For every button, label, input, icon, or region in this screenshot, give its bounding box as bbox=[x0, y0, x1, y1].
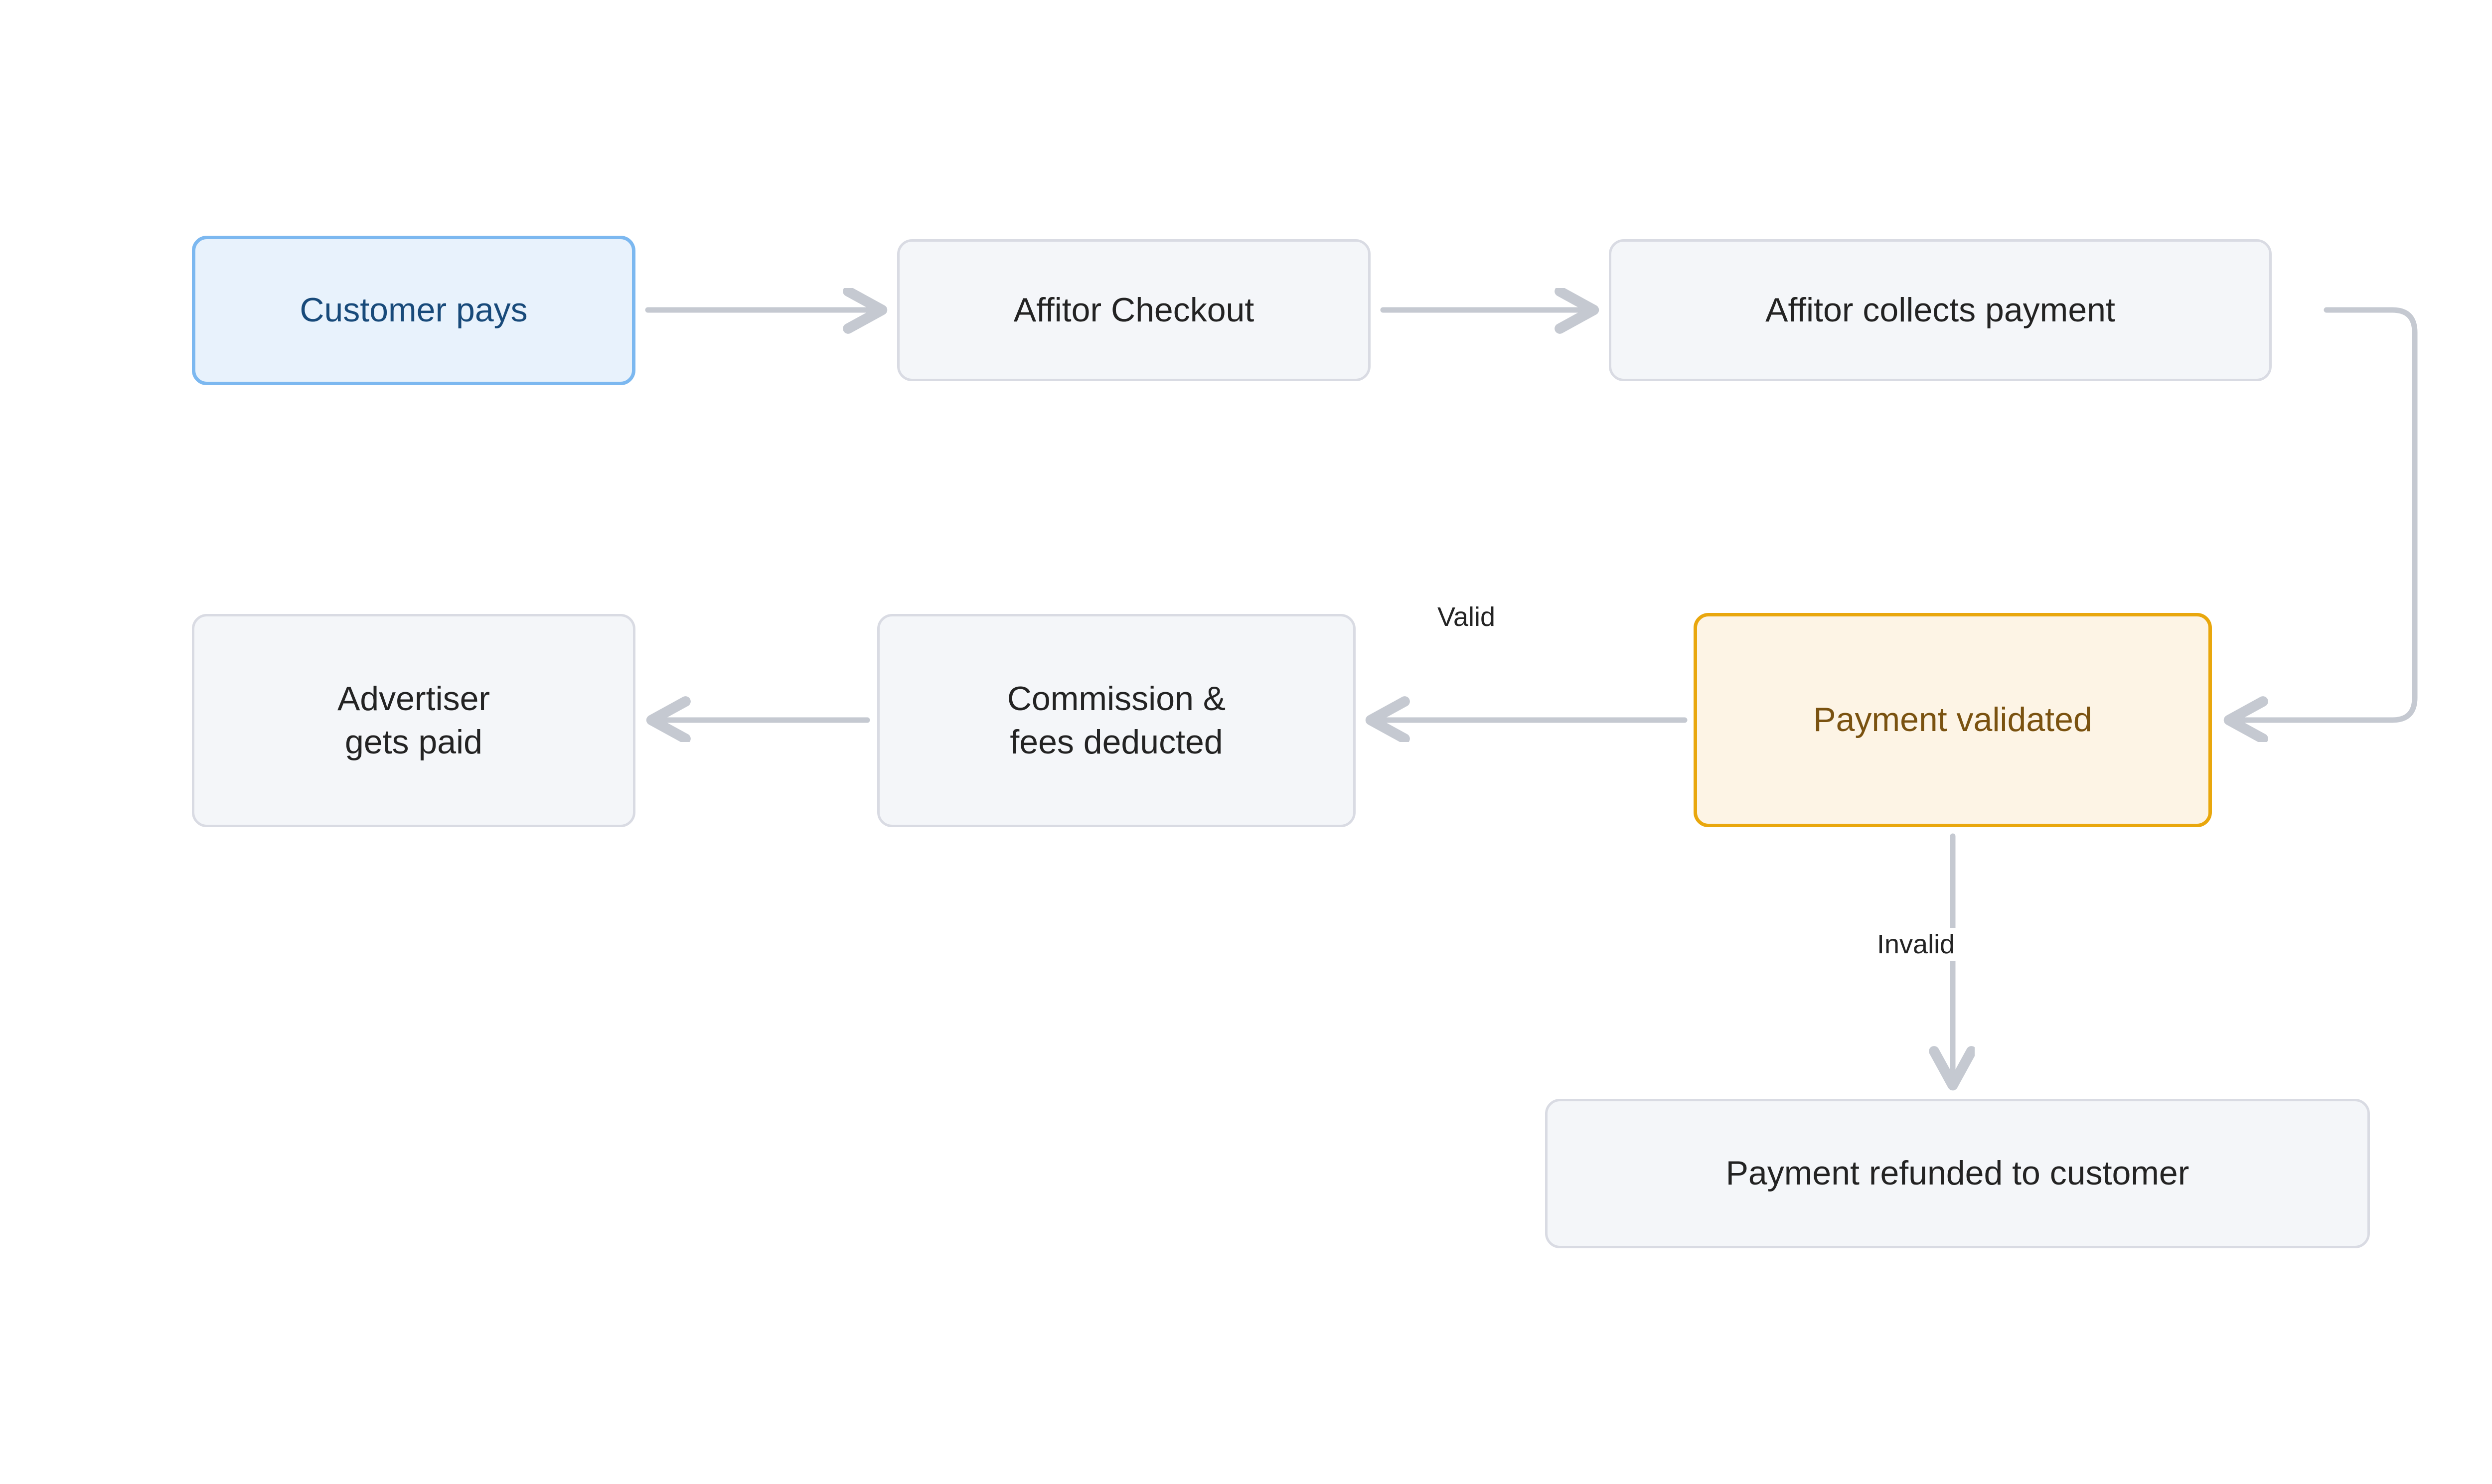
node-commission-fees-deducted[interactable]: Commission & fees deducted bbox=[877, 614, 1356, 827]
node-customer-pays[interactable]: Customer pays bbox=[192, 236, 635, 385]
edge-label-payment-validated-to-commission-fees-deducted: Valid bbox=[1430, 600, 1503, 633]
node-affitor-collects-payment[interactable]: Affitor collects payment bbox=[1609, 239, 2272, 381]
edge-label-payment-validated-to-payment-refunded: Invalid bbox=[1870, 928, 1962, 961]
node-payment-validated[interactable]: Payment validated bbox=[1694, 613, 2212, 827]
node-advertiser-gets-paid[interactable]: Advertiser gets paid bbox=[192, 614, 635, 827]
node-affitor-checkout[interactable]: Affitor Checkout bbox=[897, 239, 1371, 381]
edge-affitor-collects-payment-to-payment-validated bbox=[2228, 307, 2418, 720]
node-payment-refunded-to-customer[interactable]: Payment refunded to customer bbox=[1545, 1099, 2370, 1248]
